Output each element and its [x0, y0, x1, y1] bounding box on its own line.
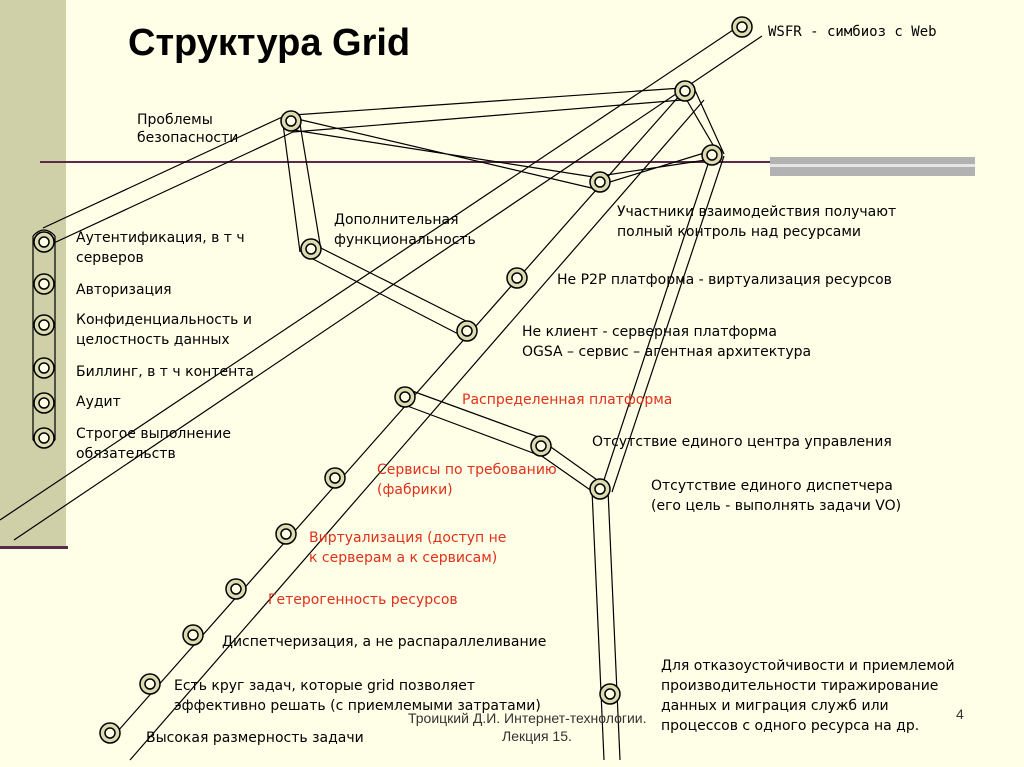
label-not-client-line2: OGSA – сервис – агентная архитектура — [522, 344, 812, 360]
chain-right-upper — [601, 151, 725, 493]
label-heterogeneity: Гетерогенность ресурсов — [268, 592, 458, 608]
chain-node — [33, 392, 55, 414]
chain-node — [33, 273, 55, 295]
chain-addfunc-1 — [282, 123, 321, 253]
label-not-client-line1: Не клиент - серверная платформа — [522, 324, 777, 340]
label-task-circle-line2: эффективно решать (с приемлемыми затрата… — [174, 698, 541, 714]
label-confidentiality-line2: целостность данных — [76, 332, 230, 348]
label-dispatching: Диспетчеризация, а не распараллеливание — [222, 634, 547, 650]
chain-node — [324, 467, 346, 489]
chain-node — [225, 578, 247, 600]
chain-left-top — [42, 111, 294, 249]
chain-node — [182, 624, 204, 646]
footer-author: Троицкий Д.И. Интернет-технологии. — [408, 710, 647, 726]
chain-node — [33, 357, 55, 379]
label-audit: Аудит — [76, 394, 121, 410]
label-no-dispatcher-line1: Отсутствие единого диспетчера — [651, 478, 893, 494]
chain-distributed-1 — [401, 387, 542, 457]
label-fault-line3: данных и миграция служб или — [661, 698, 889, 714]
chain-node — [599, 683, 621, 705]
label-no-dispatcher-line2: (его цель - выполнять задачи VO) — [651, 498, 902, 514]
label-security-line1: Проблемы — [137, 112, 213, 128]
chain-top-4 — [599, 149, 715, 186]
chain-node — [33, 314, 55, 336]
chain-node — [394, 386, 416, 408]
label-fault-line2: производительности тиражирование — [661, 678, 939, 694]
label-participants-line1: Участники взаимодействия получают — [617, 204, 897, 220]
label-distributed-platform: Распределенная платформа — [462, 392, 673, 408]
label-on-demand-line2: (фабрики) — [377, 482, 453, 498]
label-high-dimension: Высокая размерность задачи — [146, 730, 364, 746]
slide-title: Структура Grid — [128, 22, 411, 64]
chain-node — [530, 435, 552, 457]
chain-node — [589, 171, 611, 193]
label-on-demand-line1: Сервисы по требованию — [377, 462, 557, 478]
label-no-center: Отсутствие единого центра управления — [592, 434, 892, 450]
label-fault-line1: Для отказоустойчивости и приемлемой — [661, 658, 955, 674]
left-decor-underline — [0, 546, 68, 549]
title-divider-line — [40, 161, 970, 163]
chain-main-long — [109, 85, 705, 761]
chain-node — [731, 16, 753, 38]
label-strict-line2: обязательств — [76, 446, 176, 462]
chain-right-vertical — [591, 489, 621, 761]
chain-node — [275, 523, 297, 545]
label-virtualization-line1: Виртуализация (доступ не — [309, 530, 507, 546]
chain-node — [701, 144, 723, 166]
chain-nodes — [33, 16, 753, 744]
label-security-line2: безопасности — [137, 130, 239, 146]
chain-node — [139, 673, 161, 695]
label-billing: Биллинг, в т ч контента — [76, 364, 254, 380]
chain-node — [99, 722, 121, 744]
label-auth-line2: серверов — [76, 250, 144, 266]
label-addfunc-line1: Дополнительная — [334, 212, 459, 228]
chain-left-vertical — [32, 229, 56, 447]
chain-node — [33, 427, 55, 449]
chain-addfunc-2 — [304, 239, 469, 339]
label-authorization: Авторизация — [76, 282, 172, 298]
label-virtualization-line2: к серверам а к сервисам) — [309, 550, 498, 566]
chain-node — [456, 320, 478, 342]
label-auth-line1: Аутентификация, в т ч — [76, 230, 245, 246]
chain-node — [506, 267, 528, 289]
chain-top-3 — [681, 87, 725, 155]
chain-node — [280, 110, 302, 132]
chain-top-1 — [292, 87, 683, 133]
chain-node — [674, 80, 696, 102]
chain-top-2 — [292, 117, 601, 191]
label-task-circle-line1: Есть круг задач, которые grid позволяет — [174, 678, 476, 694]
chain-node — [589, 478, 611, 500]
label-confidentiality-line1: Конфиденциальность и — [76, 312, 252, 328]
footer-lecture: Лекция 15. — [502, 728, 572, 744]
chain-node — [300, 238, 322, 260]
page-number: 4 — [956, 706, 964, 722]
chain-node — [33, 231, 55, 253]
label-fault-line4: процессов с одного ресурса на др. — [661, 718, 920, 734]
label-addfunc-line2: функциональность — [334, 232, 476, 248]
gray-decor-band — [770, 157, 975, 176]
chain-main-top — [0, 19, 763, 541]
label-wsfr: WSFR - симбиоз с Web — [768, 24, 937, 40]
label-not-p2p: Не P2P платформа - виртуализация ресурсо… — [557, 272, 892, 288]
label-participants-line2: полный контроль над ресурсами — [617, 224, 862, 240]
label-strict-line1: Строгое выполнение — [76, 426, 231, 442]
